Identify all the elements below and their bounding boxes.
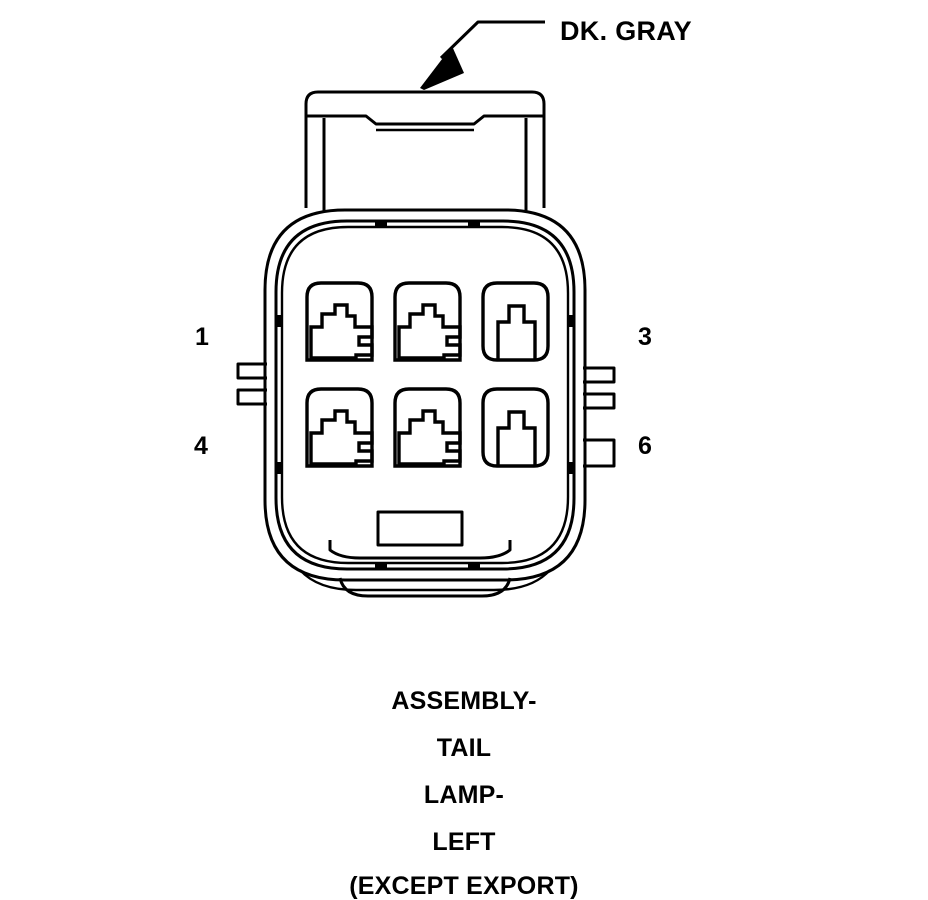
cavity-3 xyxy=(481,281,550,362)
cavity-1 xyxy=(305,281,374,362)
caption-line-3: LAMP- xyxy=(423,781,505,809)
cavity-5 xyxy=(393,387,462,468)
caption-line-1: ASSEMBLY- xyxy=(391,687,537,715)
connector-body-outline xyxy=(263,208,587,582)
pin-number-6: 6 xyxy=(638,432,652,460)
pin-number-3: 3 xyxy=(638,323,652,351)
left-side-tabs xyxy=(236,362,267,406)
caption-line-2: TAIL xyxy=(436,734,492,762)
bottom-skirt xyxy=(299,569,551,598)
pin-number-4: 4 xyxy=(194,432,208,460)
caption-line-4: LEFT xyxy=(432,828,496,856)
cavity-2 xyxy=(393,281,462,362)
caption-line-5: (EXCEPT EXPORT) xyxy=(349,872,579,900)
bottom-key-block xyxy=(328,510,512,560)
cavity-4 xyxy=(305,387,374,468)
connector-shroud xyxy=(304,90,546,212)
right-side-tabs xyxy=(583,366,616,468)
callout-label: DK. GRAY xyxy=(560,16,692,46)
cavity-6 xyxy=(481,387,550,468)
callout-leader xyxy=(420,20,545,90)
callout-arrowhead xyxy=(420,46,464,90)
pin-number-1: 1 xyxy=(195,323,209,351)
rim-tick-marks xyxy=(275,222,575,568)
